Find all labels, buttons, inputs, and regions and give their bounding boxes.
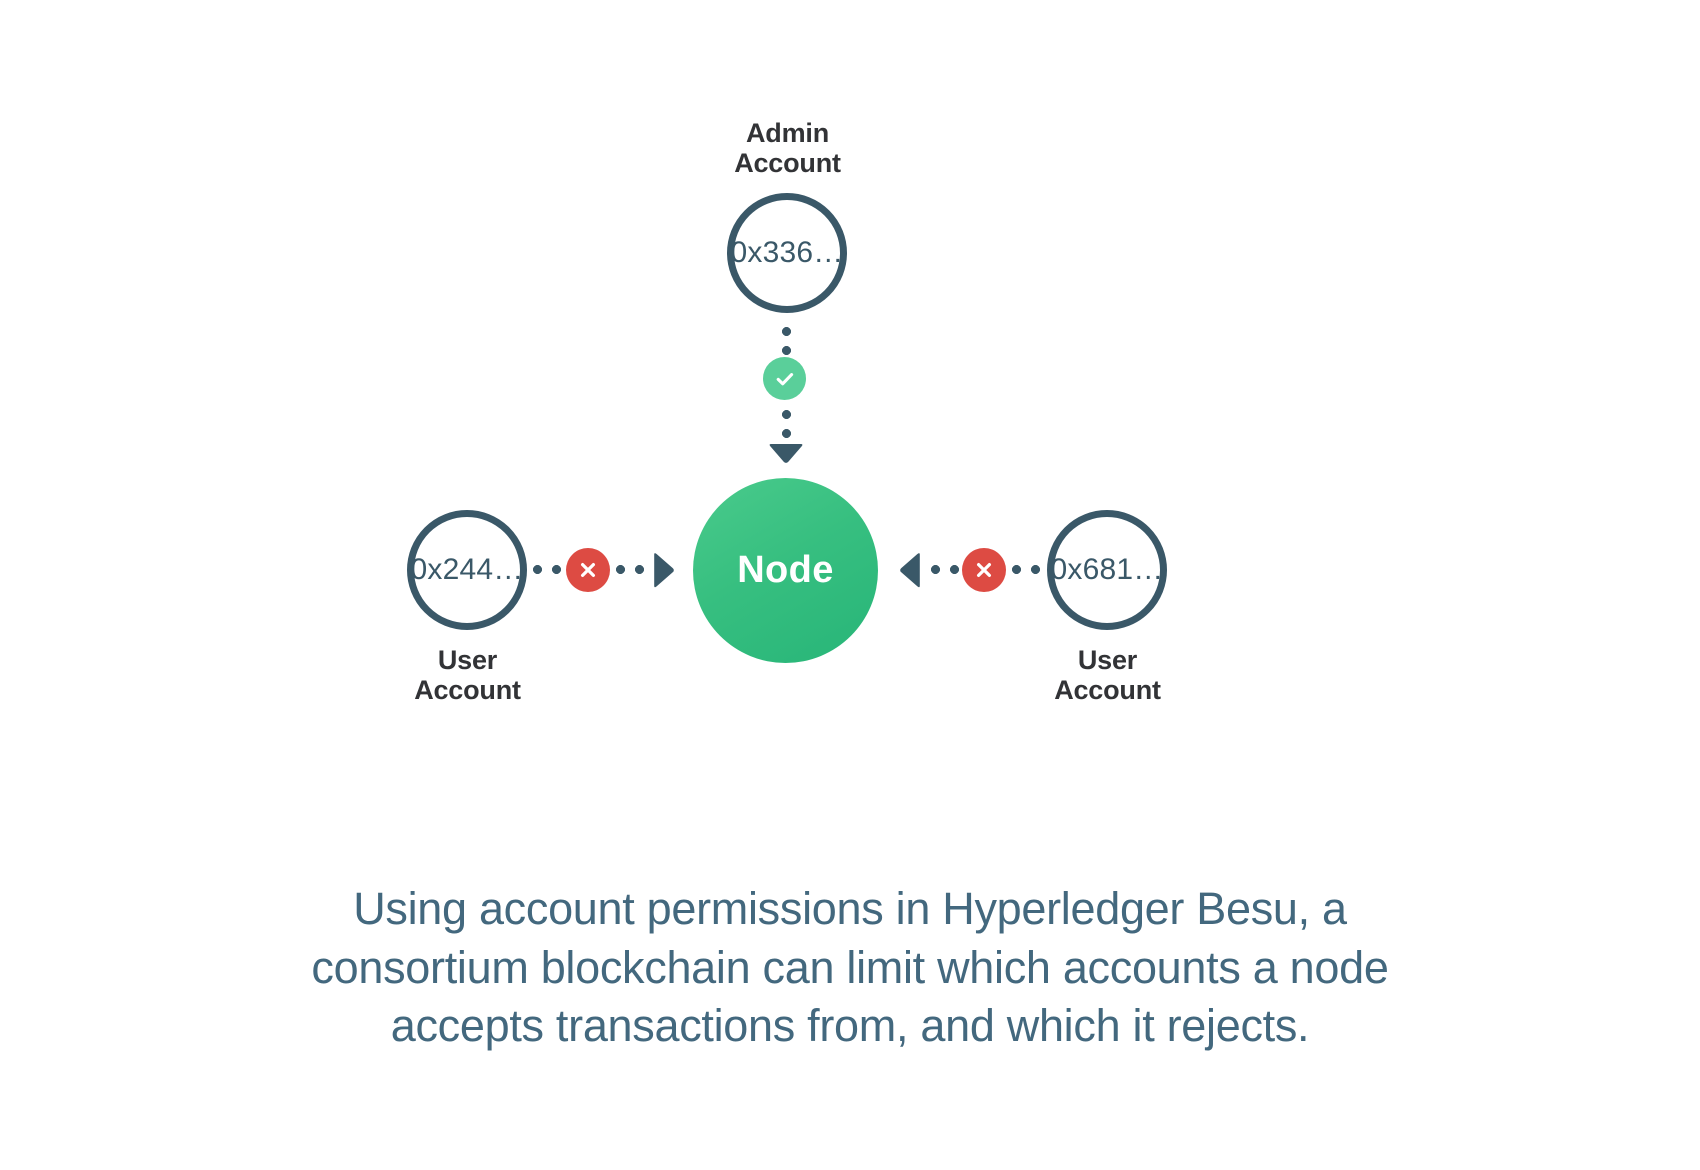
- x-icon: [581, 563, 595, 577]
- user-left-account-label: User Account: [414, 645, 521, 706]
- admin-connector-dots-upper: [782, 322, 791, 362]
- user-left-account-address: 0x244…: [410, 553, 524, 586]
- admin-account-address: 0x336…: [730, 236, 844, 269]
- user-left-account-circle[interactable]: 0x244…: [407, 510, 527, 630]
- x-icon: [977, 563, 991, 577]
- admin-account-circle[interactable]: 0x336…: [727, 193, 847, 313]
- arrowhead-admin-to-node: [768, 441, 804, 465]
- user-left-connector-dots-outer: [611, 565, 654, 574]
- admin-connector-dots-lower: [782, 405, 791, 445]
- diagram-caption: Using account permissions in Hyperledger…: [311, 883, 1389, 1051]
- user-left-connector-dots-inner: [528, 565, 571, 574]
- user-right-connector-dots-outer: [1007, 565, 1050, 574]
- deny-badge-user-right[interactable]: [962, 548, 1006, 592]
- arrowhead-user-right-to-node: [897, 551, 923, 589]
- node-circle[interactable]: Node: [693, 478, 878, 663]
- user-right-account-label: User Account: [1054, 645, 1161, 706]
- check-icon: [776, 372, 793, 385]
- allow-badge-admin[interactable]: [763, 357, 806, 400]
- user-right-account-circle[interactable]: 0x681…: [1047, 510, 1167, 630]
- arrowhead-user-left-to-node: [651, 551, 677, 589]
- admin-account-label: Admin Account: [734, 118, 841, 179]
- node-label: Node: [737, 549, 834, 591]
- user-right-connector-dots-inner: [926, 565, 969, 574]
- deny-badge-user-left[interactable]: [566, 548, 610, 592]
- user-right-account-address: 0x681…: [1050, 553, 1164, 586]
